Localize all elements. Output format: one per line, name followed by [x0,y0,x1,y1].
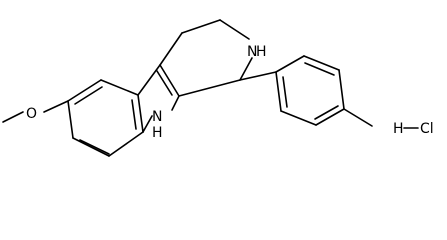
bond-c1-tolyl [239,71,277,81]
bond-thp-5 [178,79,241,97]
bond-tol-5 [280,110,317,126]
bond-pyr-2 [171,95,180,111]
bond-pyr-3 [159,64,180,97]
bond-pyr-3-inner [156,70,173,96]
bond-tol-2 [303,55,340,71]
hcl-hydrogen-label: H [393,121,404,137]
methoxy-oxygen-label: O [26,106,37,122]
bond-thp-4 [239,57,253,81]
bond-benz-4 [137,94,144,133]
bond-tol-2-inner [304,62,335,76]
bond-benz-5 [100,79,139,96]
bond-benz-4-inner [131,99,137,130]
bond-tol-methyl [343,108,373,127]
bond-tol-1 [275,55,305,73]
indole-nitrogen-label: N [152,109,162,125]
bond-thp-3 [219,19,250,40]
ring-nh-hydrogen-label: H [256,44,267,60]
bond-pyr-4 [137,64,161,96]
hcl-chlorine-label: Cl [420,121,434,137]
bond-benz-2-inner [79,139,110,155]
bond-benz-2 [72,137,110,157]
indole-nh-hydrogen-label: H [152,125,163,141]
bond-o-arom [43,100,69,113]
bond-tol-6 [275,71,282,112]
bond-benz-3 [108,131,144,157]
bond-tol-4-inner [314,105,339,120]
atom-label-layer: O N H N H H Cl [26,44,434,141]
bond-thp-1 [159,32,183,66]
structure-canvas: O N H N H H Cl [2,19,434,157]
bond-tol-3 [338,69,345,110]
bond-tol-4 [315,108,345,126]
bond-methyl-o [2,111,24,123]
bond-tol-6-inner [282,76,288,108]
bond-benz-6 [67,79,102,102]
bond-layer [2,19,419,157]
bond-benz-6-inner [74,86,103,105]
bond-benz-1 [67,100,74,139]
bond-pyr-1 [142,115,153,133]
ring-nitrogen-label: N [247,44,257,60]
bond-thp-2 [181,19,221,34]
